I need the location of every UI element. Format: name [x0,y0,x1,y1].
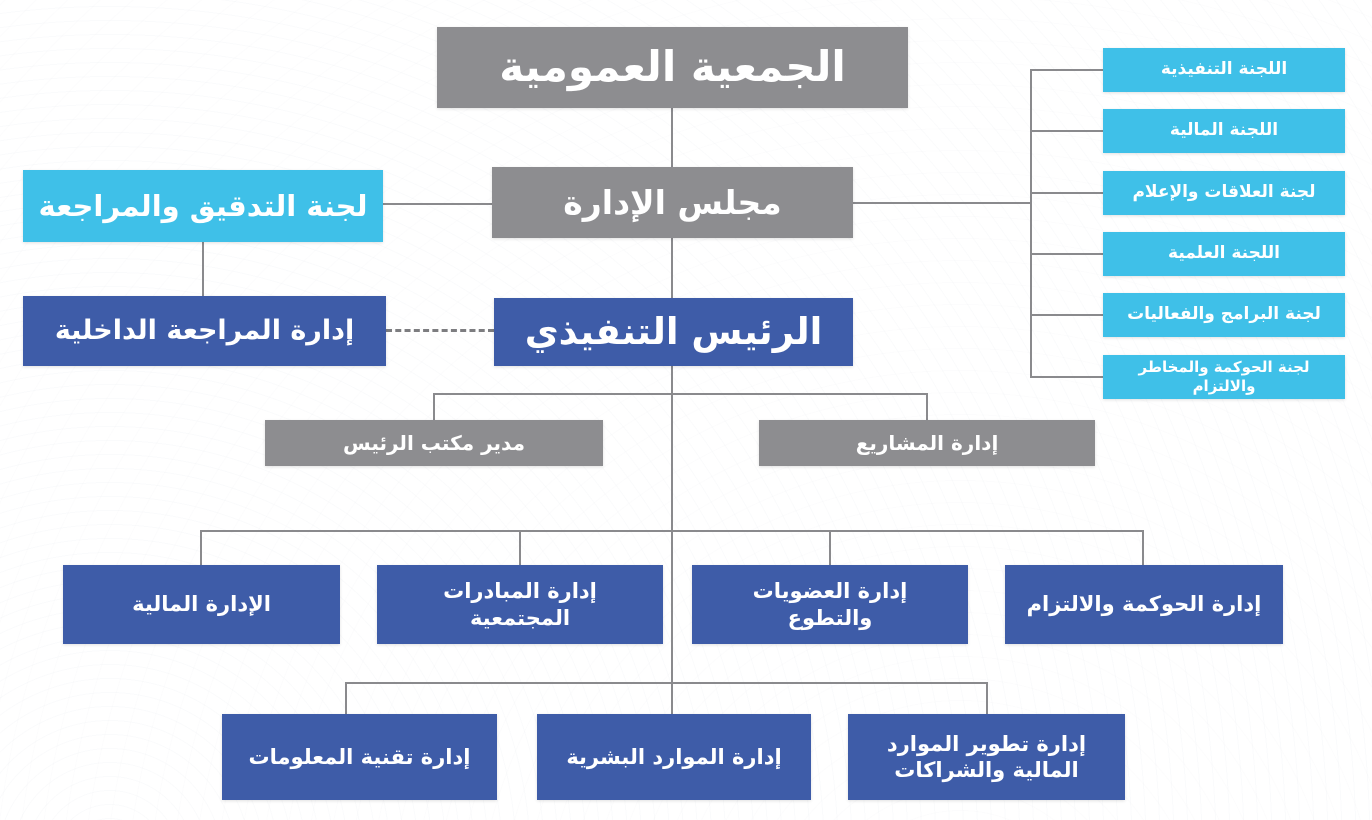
connector-board-ceo [671,238,673,298]
node-community-initiatives-department-label: إدارة المبادرات المجتمعية [443,579,597,630]
node-executive-committee: اللجنة التنفيذية [1103,48,1345,92]
connector-drop-initiatives [519,530,521,565]
node-finance-committee-label: اللجنة المالية [1169,120,1279,141]
node-hr-department-label: إدارة الموارد البشرية [566,744,782,769]
connector-board-audit-committee [383,203,492,205]
connector-committee-stub-4 [1030,253,1103,255]
connector-audit-internalaudit [202,242,204,296]
node-executive-committee-label: اللجنة التنفيذية [1160,59,1288,80]
node-governance-risk-compliance-committee-label: لجنة الحوكمة والمخاطر والالتزام [1138,358,1310,395]
node-governance-compliance-department-label: إدارة الحوكمة والالتزام [1026,592,1262,617]
connector-committee-stub-5 [1030,314,1103,316]
connector-committee-stub-2 [1030,130,1103,132]
node-ceo-office-manager: مدير مكتب الرئيس [265,420,603,466]
node-projects-department: إدارة المشاريع [759,420,1095,466]
node-audit-review-committee: لجنة التدقيق والمراجعة [23,170,383,242]
node-resource-development-partnerships-department: إدارة تطوير الموارد المالية والشراكات [848,714,1125,800]
node-community-initiatives-department: إدارة المبادرات المجتمعية [377,565,663,644]
connector-drop-resource-development [986,682,988,714]
node-audit-review-committee-label: لجنة التدقيق والمراجعة [38,188,368,223]
connector-drop-it [345,682,347,714]
node-finance-committee: اللجنة المالية [1103,109,1345,153]
node-board-of-directors-label: مجلس الإدارة [563,182,782,222]
node-scientific-committee: اللجنة العلمية [1103,232,1345,276]
connector-drop-office-manager [433,393,435,420]
node-ceo-office-manager-label: مدير مكتب الرئيس [343,430,525,455]
node-memberships-volunteering-department: إدارة العضويات والتطوع [692,565,968,644]
connector-committee-stub-1 [1030,69,1103,71]
node-ceo: الرئيس التنفيذي [494,298,853,366]
node-scientific-committee-label: اللجنة العلمية [1168,243,1280,264]
node-projects-department-label: إدارة المشاريع [855,430,999,455]
connector-drop-projects [926,393,928,420]
node-relations-media-committee-label: لجنة العلاقات والإعلام [1132,182,1316,203]
node-finance-department-label: الإدارة المالية [132,592,271,617]
node-it-department-label: إدارة تقنية المعلومات [248,744,471,769]
node-governance-risk-compliance-committee: لجنة الحوكمة والمخاطر والالتزام [1103,355,1345,399]
node-finance-department: الإدارة المالية [63,565,340,644]
connector-internalaudit-ceo-dashed [386,329,494,332]
node-general-assembly: الجمعية العمومية [437,27,908,108]
node-programs-events-committee: لجنة البرامج والفعاليات [1103,293,1345,337]
node-hr-department: إدارة الموارد البشرية [537,714,811,800]
connector-branch-departments-row1 [200,530,1144,532]
connector-ceo-spine [671,366,673,714]
connector-board-committees-feeder [853,202,1031,204]
connector-assembly-board [671,108,673,167]
node-board-of-directors: مجلس الإدارة [492,167,853,238]
connector-committee-stub-3 [1030,192,1103,194]
node-governance-compliance-department: إدارة الحوكمة والالتزام [1005,565,1283,644]
node-internal-audit-department-label: إدارة المراجعة الداخلية [54,315,355,347]
node-programs-events-committee-label: لجنة البرامج والفعاليات [1127,304,1321,325]
node-relations-media-committee: لجنة العلاقات والإعلام [1103,171,1345,215]
connector-drop-finance [200,530,202,565]
connector-branch-departments-row2 [345,682,988,684]
connector-branch-office-row [433,393,928,395]
connector-drop-governance [1142,530,1144,565]
connector-drop-memberships [829,530,831,565]
connector-committees-bus [1030,69,1032,378]
node-internal-audit-department: إدارة المراجعة الداخلية [23,296,386,366]
node-it-department: إدارة تقنية المعلومات [222,714,497,800]
node-resource-development-partnerships-department-label: إدارة تطوير الموارد المالية والشراكات [886,731,1087,782]
connector-committee-stub-6 [1030,376,1103,378]
node-ceo-label: الرئيس التنفيذي [524,309,823,353]
node-general-assembly-label: الجمعية العمومية [499,42,846,92]
node-memberships-volunteering-department-label: إدارة العضويات والتطوع [752,579,908,630]
